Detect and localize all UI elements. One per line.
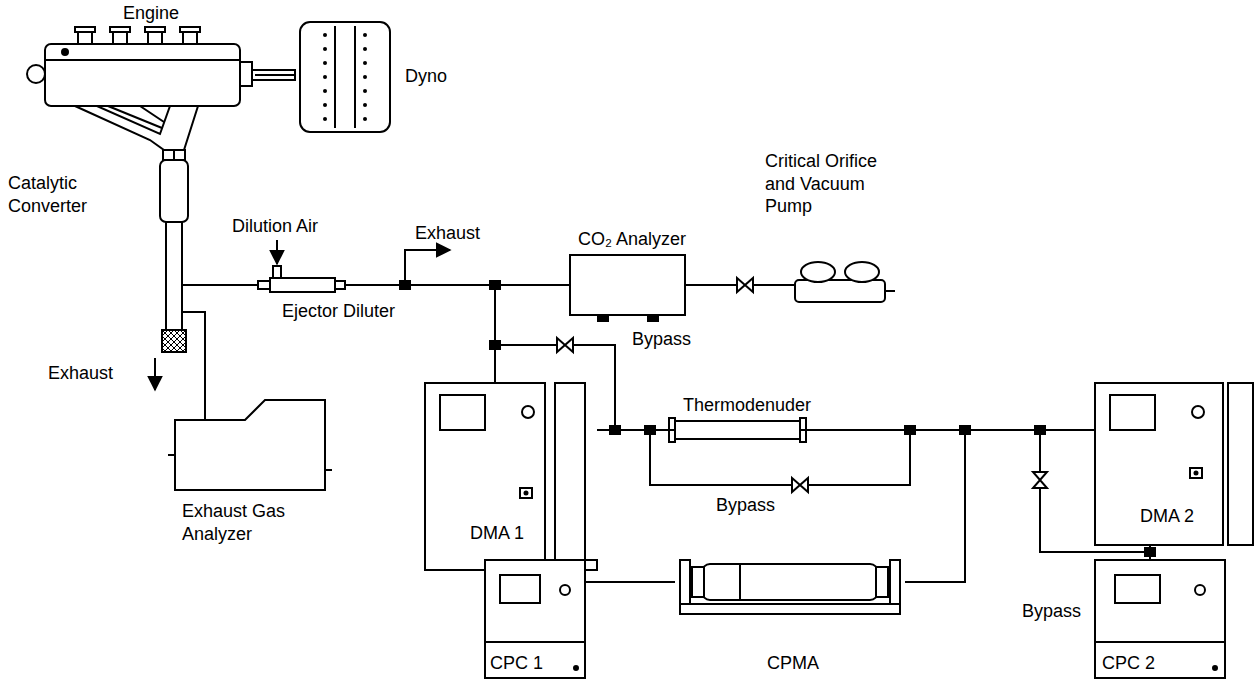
node-label: DMA 1 [470,522,524,545]
instrument-node: Engine [35,28,255,150]
tube-connector [255,74,295,76]
annotation-label: Bypass [1022,600,1081,623]
tube-connector [800,429,1095,431]
node-label: Thermodenuder [683,394,811,417]
instrument-node: CPC 2 [1095,560,1225,678]
tube-connector [173,150,175,160]
annotation-label: Exhaust [415,222,480,245]
node-label: Dyno [405,65,447,88]
instrument-node: CPC 1 [485,560,585,678]
node-label: CPC 2 [1102,652,1155,675]
instrument-node: Thermodenuder [675,421,800,439]
instrument-node: DMA 1 [425,383,597,570]
node-label: Critical Orifice and Vacuum Pump [765,150,890,218]
node-label: Ejector Diluter [282,300,395,323]
node-label: CO₂ Analyzer [578,228,686,251]
instrument-node: CPMA [675,555,905,678]
tube-connector [585,581,675,583]
instrument-node: Dyno [295,20,395,135]
instrument-node: Critical Orifice and Vacuum Pump [795,262,885,302]
node-label: CPMA [767,652,819,675]
instrument-node: DMA 2 [1095,383,1253,545]
instrument-node: Catalytic Converter [160,160,188,222]
tube-connector [800,430,965,582]
node-label: Exhaust Gas Analyzer [182,500,297,545]
instrument-node: Exhaust Gas Analyzer [175,420,325,490]
annotation-label: Exhaust [48,362,113,385]
annotation-label: Bypass [716,494,775,517]
node-label: CPC 1 [490,652,543,675]
instrument-node: Ejector Diluter [258,276,345,294]
node-label: Engine [123,2,179,25]
node-label: Catalytic Converter [8,172,103,217]
tube-connector [345,285,495,383]
tube-connector [182,222,205,420]
annotation-label: Dilution Air [232,215,318,238]
instrument-node: CO₂ Analyzer [570,255,685,315]
annotation-label: Bypass [632,328,691,351]
tube-connector [597,429,675,431]
node-label: DMA 2 [1140,505,1194,528]
